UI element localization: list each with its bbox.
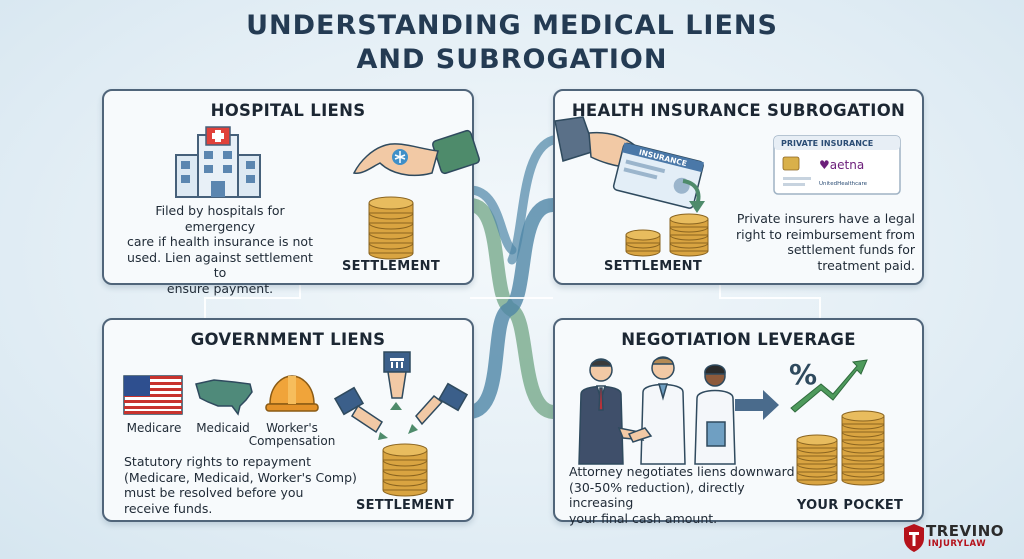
medicare-label: Medicare	[126, 421, 182, 435]
panel-heading: NEGOTIATION LEVERAGE	[621, 330, 856, 349]
page-title: UNDERSTANDING MEDICAL LIENS	[246, 10, 778, 41]
logo-tagline: INJURYLAW	[928, 539, 987, 549]
description-line: Attorney negotiates liens downward	[569, 464, 795, 479]
workers-comp-label: Worker's Compensation	[244, 422, 340, 448]
panel-health-insurance-subrogation: HEALTH INSURANCE SUBROGATION INSURANCE	[553, 89, 924, 285]
shield-logo-icon	[904, 524, 924, 552]
description-line: settlement funds for	[787, 242, 915, 257]
government-hands-icon	[333, 351, 469, 440]
description-line: care if health insurance is not	[127, 234, 313, 249]
percent-trend-icon: %	[789, 358, 868, 413]
hard-hat-icon	[265, 375, 319, 412]
card-sub-brand: UnitedHealthcare	[819, 181, 868, 187]
coin-stack-icon	[625, 213, 709, 257]
your-pocket-caption: YOUR POCKET	[796, 498, 904, 513]
settlement-caption: SETTLEMENT	[355, 498, 454, 513]
description-line: your final cash amount.	[569, 510, 718, 526]
medicaid-label: Medicaid	[196, 421, 250, 435]
panel-description: Filed by hospitals for emergency care if…	[120, 203, 320, 296]
workers-comp-label-line-1: Worker's	[266, 421, 318, 435]
workers-comp-label-line-2: Compensation	[248, 434, 336, 448]
us-map-icon	[195, 379, 253, 416]
coin-stack-icon	[382, 443, 428, 497]
description-line: treatment paid.	[817, 257, 915, 273]
panel-description: Statutory rights to repayment (Medicare,…	[124, 454, 364, 516]
handshake-icon	[578, 356, 736, 465]
card-brand: ♥aetna	[819, 158, 864, 172]
trevino-logo: TREVINO INJURYLAW	[902, 520, 1020, 556]
panel-hospital-liens: HOSPITAL LIENS Filed by hos	[102, 89, 480, 296]
coin-stack-icon	[796, 410, 885, 486]
panel-description: Private insurers have a legal right to r…	[725, 211, 915, 273]
panel-heading: HOSPITAL LIENS	[210, 101, 366, 120]
card-header: PRIVATE INSURANCE	[781, 139, 873, 148]
panel-description: Attorney negotiates liens downward (30-5…	[569, 464, 809, 526]
panel-negotiation-leverage: NEGOTIATION LEVERAGE	[553, 318, 924, 526]
description-line: receive funds.	[124, 500, 213, 516]
panel-heading: HEALTH INSURANCE SUBROGATION	[571, 101, 906, 120]
settlement-caption: SETTLEMENT	[341, 259, 440, 274]
description-line: used. Lien against settlement to	[127, 249, 313, 281]
description-line: right to reimbursement from	[735, 226, 915, 242]
description-line: Statutory rights to repayment	[124, 454, 311, 469]
description-line: (Medicare, Medicaid, Worker's Comp)	[124, 469, 357, 485]
description-line: ensure payment.	[166, 280, 274, 296]
card-brand-name: aetna	[830, 158, 864, 172]
hand-with-insurance-card-icon: INSURANCE	[554, 116, 704, 209]
private-insurance-card-icon: PRIVATE INSURANCE ♥aetna UnitedHealthcar…	[773, 135, 901, 195]
description-line: Filed by hospitals for emergency	[155, 203, 285, 234]
hand-with-medical-symbol-icon	[352, 129, 480, 177]
hospital-building-icon	[175, 126, 261, 198]
us-flag-icon	[123, 375, 183, 415]
description-line: must be resolved before you	[124, 485, 304, 500]
page-title-line-2: AND SUBROGATION	[356, 44, 668, 75]
panel-heading: GOVERNMENT LIENS	[190, 330, 386, 349]
logo-name: TREVINO	[926, 522, 1005, 540]
arrow-right-icon	[735, 390, 779, 420]
description-line: (30-50% reduction), directly increasing	[569, 479, 745, 511]
arrow-down-icon	[682, 179, 705, 213]
description-line: Private insurers have a legal	[736, 211, 915, 226]
panel-government-liens: GOVERNMENT LIENS Medicare Medicaid Worke…	[102, 318, 474, 522]
settlement-caption: SETTLEMENT	[603, 259, 702, 274]
svg-text:%: %	[789, 358, 817, 391]
coin-stack-icon	[368, 196, 414, 260]
